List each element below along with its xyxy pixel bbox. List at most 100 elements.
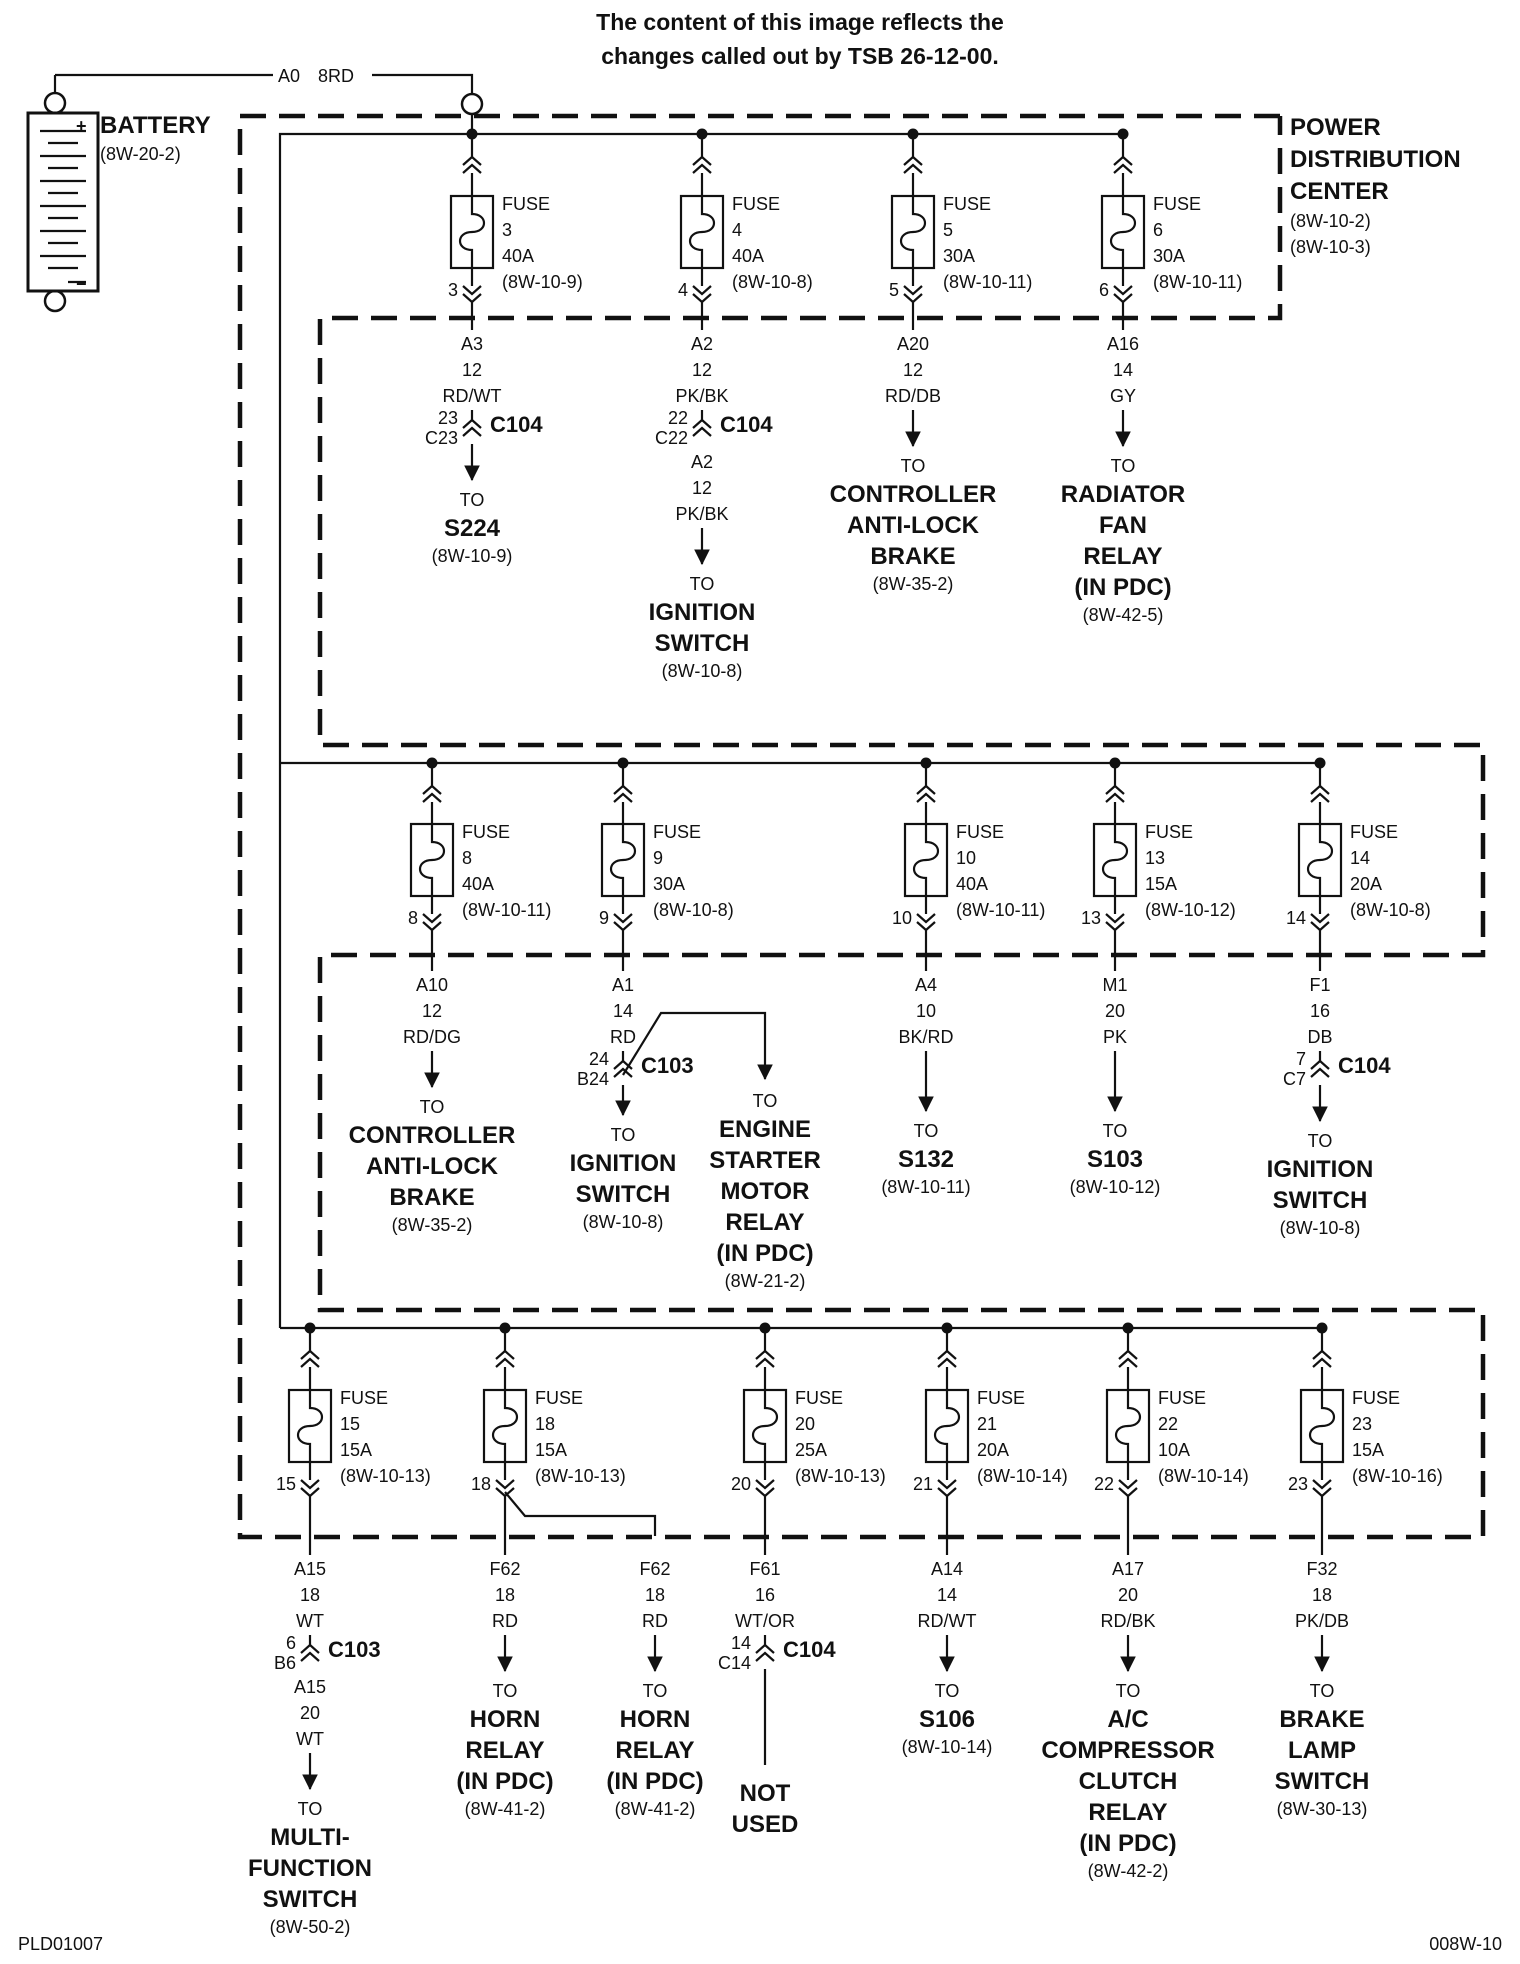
arrow-down-icon <box>302 1774 318 1791</box>
destination-name: BRAKE <box>389 1184 474 1211</box>
fuse-ref: (8W-10-14) <box>1158 1466 1249 1486</box>
destination-name: RADIATOR <box>1061 481 1185 508</box>
connector-terminal <box>755 1479 775 1498</box>
arrow-down-icon <box>424 1072 440 1089</box>
fuse-rating: 30A <box>943 246 975 266</box>
fuse-name: FUSE <box>462 822 510 842</box>
destination-name: BRAKE <box>870 543 955 570</box>
connector-cavity: C23 <box>425 428 458 448</box>
destination-name: NOT <box>740 1780 791 1807</box>
fuse-ref: (8W-10-12) <box>1145 900 1236 920</box>
connector-terminal <box>1312 1479 1332 1498</box>
fuse-pin: 20 <box>731 1474 751 1494</box>
fuse-column-21: FUSE2120A(8W-10-14)21A1414RD/WTTOS106(8W… <box>902 1322 1068 1757</box>
wire-color: RD/BK <box>1100 1611 1155 1631</box>
destination-name: COMPRESSOR <box>1041 1737 1214 1764</box>
wire-color: WT <box>296 1611 324 1631</box>
wire-gauge: 18 <box>1312 1585 1332 1605</box>
connector-terminal <box>916 913 936 932</box>
fuse-column-15: FUSE1515A(8W-10-13)15A1518WT6B6C103A1520… <box>248 1322 431 1937</box>
fuse-column-20: FUSE2025A(8W-10-13)20F6116WT/OR14C14C104… <box>718 1322 886 1838</box>
fuse-name: FUSE <box>1352 1388 1400 1408</box>
destination-ref: (8W-35-2) <box>873 574 954 594</box>
fuse-rating: 40A <box>502 246 534 266</box>
fuse-column-22: FUSE2210A(8W-10-14)22A1720RD/BKTOA/CCOMP… <box>1041 1322 1249 1881</box>
destination-ref: (8W-50-2) <box>270 1917 351 1937</box>
connector-terminal <box>937 1479 957 1498</box>
fuse-column-23: FUSE2315A(8W-10-16)23F3218PK/DBTOBRAKELA… <box>1275 1322 1443 1819</box>
fuse-name: FUSE <box>502 194 550 214</box>
fuse-rating: 20A <box>977 1440 1009 1460</box>
destination-ref: (8W-35-2) <box>392 1215 473 1235</box>
wire-gauge: 20 <box>300 1703 320 1723</box>
destination-name: STARTER <box>709 1147 821 1174</box>
fuse-rating: 15A <box>535 1440 567 1460</box>
destination-name: FUNCTION <box>248 1855 372 1882</box>
destination-to: TO <box>901 456 926 476</box>
wire-color: RD <box>610 1027 636 1047</box>
destination-name: MOTOR <box>721 1178 810 1205</box>
wire-circuit: A17 <box>1112 1559 1144 1579</box>
fuse-name: FUSE <box>1350 822 1398 842</box>
destination-name: S103 <box>1087 1146 1143 1173</box>
fuse-rating: 40A <box>956 874 988 894</box>
fuse-pin: 9 <box>599 908 609 928</box>
header-line-2: changes called out by TSB 26-12-00. <box>601 43 999 69</box>
fuse-rating: 40A <box>732 246 764 266</box>
fuse-rating: 20A <box>1350 874 1382 894</box>
fuse-column-18: FUSE1815A(8W-10-13)18F6218RDTOHORNRELAY(… <box>456 1322 704 1819</box>
destination-ref: (8W-41-2) <box>615 1799 696 1819</box>
destination-name: SWITCH <box>263 1886 358 1913</box>
connector-terminal <box>422 784 442 803</box>
fuse-number: 5 <box>943 220 953 240</box>
wire-color: RD <box>642 1611 668 1631</box>
destination-name: IGNITION <box>1267 1156 1374 1183</box>
destination-ref: (8W-41-2) <box>465 1799 546 1819</box>
pdc-boundary <box>237 113 1486 1540</box>
connector-terminal <box>1310 1059 1330 1078</box>
wire-color: PK/BK <box>675 386 728 406</box>
fuse-ref: (8W-10-16) <box>1352 1466 1443 1486</box>
fuse-number: 15 <box>340 1414 360 1434</box>
fuse-pin: 3 <box>448 280 458 300</box>
connector-pin: 6 <box>286 1633 296 1653</box>
wire-gauge: 14 <box>1113 360 1133 380</box>
wire-circuit: A15 <box>294 1677 326 1697</box>
arrow-down-icon <box>1115 431 1131 448</box>
wire-color: PK/DB <box>1295 1611 1349 1631</box>
destination-name: CONTROLLER <box>349 1122 516 1149</box>
destination-ref: (8W-10-8) <box>1280 1218 1361 1238</box>
fuse-pin: 14 <box>1286 908 1306 928</box>
connector-terminal <box>1118 1349 1138 1368</box>
fuse-ref: (8W-10-13) <box>535 1466 626 1486</box>
destination-ref: (8W-10-12) <box>1070 1177 1161 1197</box>
destination-name: (IN PDC) <box>1074 574 1171 601</box>
connector-cavity: C7 <box>1283 1069 1306 1089</box>
connector-terminal <box>300 1349 320 1368</box>
destination-name: MULTI- <box>270 1824 350 1851</box>
connector-cavity: C14 <box>718 1653 751 1673</box>
destination-to: TO <box>935 1681 960 1701</box>
wire-gauge: 16 <box>1310 1001 1330 1021</box>
pdc-ref-2: (8W-10-3) <box>1290 237 1371 257</box>
fuse-pin: 6 <box>1099 280 1109 300</box>
connector-terminal <box>1118 1479 1138 1498</box>
connector-cavity: B24 <box>577 1069 609 1089</box>
wire-color: PK <box>1103 1027 1127 1047</box>
fuse-pin: 4 <box>678 280 688 300</box>
destination-name: HORN <box>470 1706 541 1733</box>
wire-circuit: A16 <box>1107 334 1139 354</box>
fuse-rating: 40A <box>462 874 494 894</box>
destination-ref: (8W-21-2) <box>725 1271 806 1291</box>
fuse-pin: 8 <box>408 908 418 928</box>
fuse-number: 23 <box>1352 1414 1372 1434</box>
connector-cavity: B6 <box>274 1653 296 1673</box>
battery-wire-gauge-color: 8RD <box>318 66 354 86</box>
fuse-number: 22 <box>1158 1414 1178 1434</box>
fuse-rating: 30A <box>1153 246 1185 266</box>
fuse-name: FUSE <box>732 194 780 214</box>
connector-terminal <box>462 285 482 304</box>
fuse-rating: 25A <box>795 1440 827 1460</box>
arrow-down-icon <box>939 1656 955 1673</box>
fuse-ref: (8W-10-11) <box>943 272 1032 292</box>
